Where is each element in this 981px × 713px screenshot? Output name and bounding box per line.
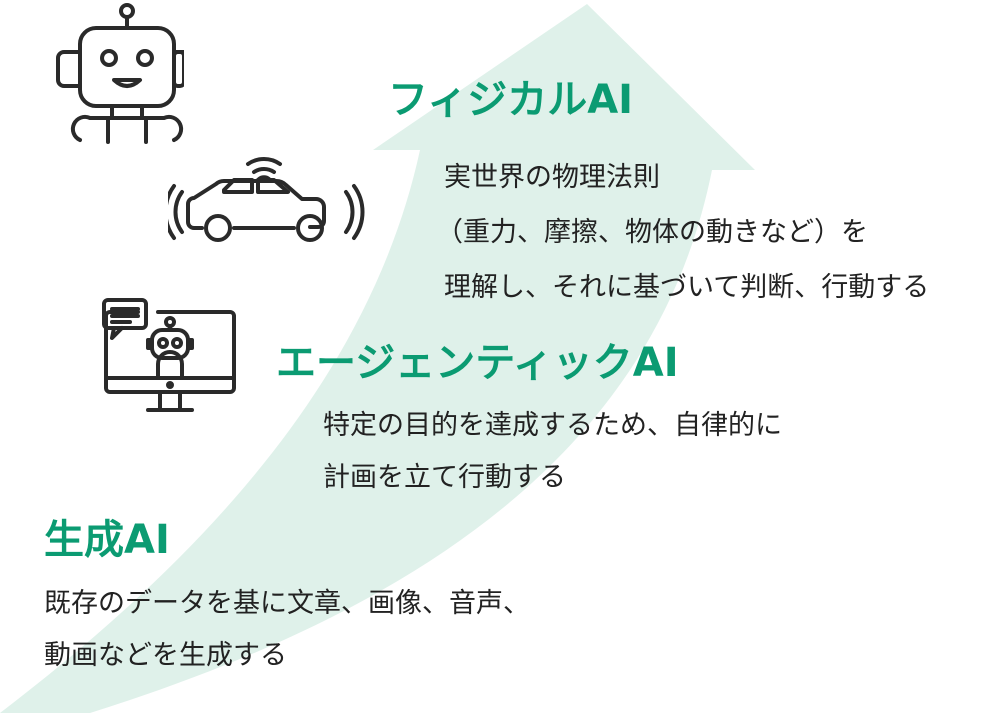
- description-line: 理解し、それに基づいて判断、行動する: [444, 272, 930, 303]
- physical-ai-description: 実世界の物理法則 （重力、摩擦、物体の動きなど）を 理解し、それに基づいて判断、…: [436, 150, 930, 315]
- description-line: 実世界の物理法則: [444, 162, 660, 193]
- agentic-ai-description: 特定の目的を達成するため、自律的に 計画を立て行動する: [323, 400, 782, 504]
- agentic-ai-title: エージェンティックAI: [276, 340, 679, 386]
- generative-ai-description: 既存のデータを基に文章、画像、音声、 動画などを生成する: [44, 578, 530, 682]
- generative-ai-title: 生成AI: [44, 517, 170, 563]
- physical-ai-title: フィジカルAI: [388, 77, 634, 123]
- monitor-chatbot-icon: [102, 298, 236, 412]
- self-driving-car-icon: [168, 156, 365, 242]
- robot-icon: [56, 3, 184, 144]
- description-line: 既存のデータを基に文章、画像、音声、: [44, 588, 530, 619]
- description-line: 動画などを生成する: [44, 640, 287, 671]
- description-line: （重力、摩擦、物体の動きなど）を: [436, 217, 868, 248]
- description-line: 特定の目的を達成するため、自律的に: [323, 410, 782, 441]
- description-line: 計画を立て行動する: [323, 462, 566, 493]
